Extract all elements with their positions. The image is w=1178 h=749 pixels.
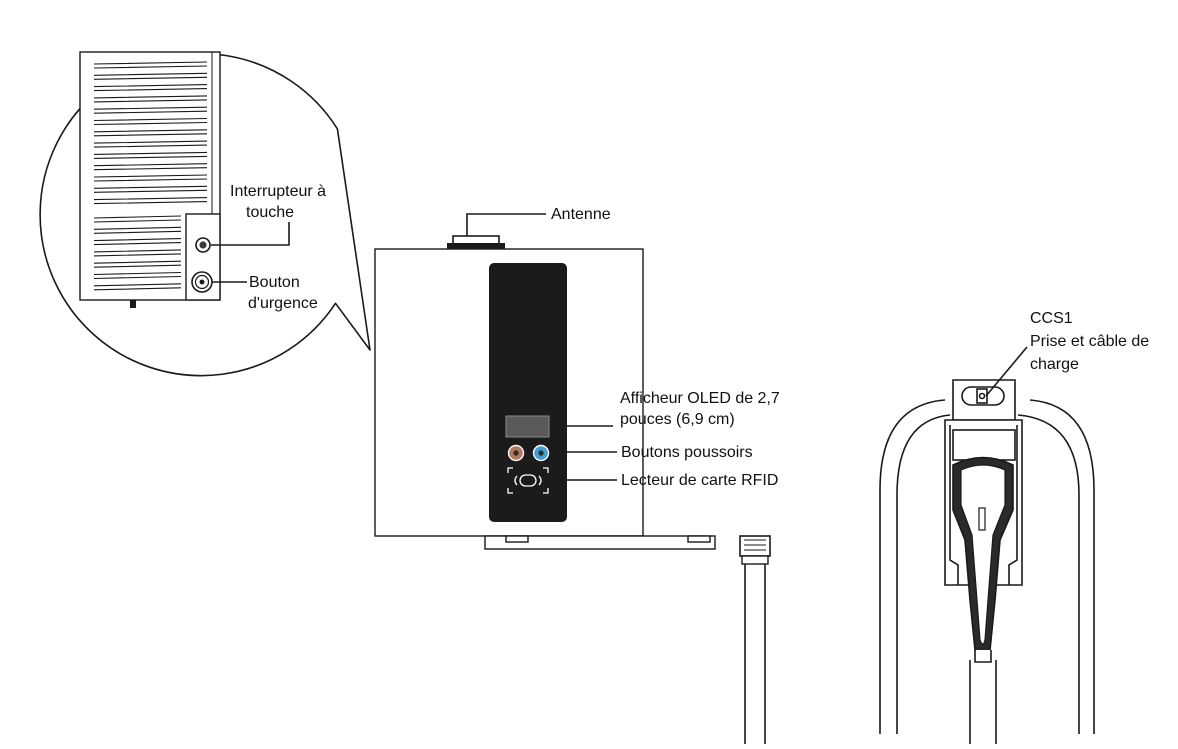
vent-slat	[93, 95, 208, 103]
charger-leaders	[466, 213, 617, 481]
ccs1-label-2: Prise et câble de	[1030, 333, 1149, 350]
push-button-icon	[507, 444, 550, 462]
vent-slat	[93, 238, 182, 246]
ccs1-connector	[879, 379, 1095, 744]
touch-switch-icon	[195, 237, 211, 253]
vent-slat	[93, 197, 208, 205]
rfid-label: Lecteur de carte RFID	[621, 472, 778, 489]
vent-slat	[93, 215, 182, 223]
vent-slat	[93, 249, 182, 257]
power-cable	[744, 564, 766, 744]
ccs1-label-1: CCS1	[1030, 310, 1073, 327]
mounting-bracket	[484, 535, 716, 550]
vent-slat	[93, 283, 182, 291]
front-panel	[489, 263, 567, 522]
side-view-panel	[79, 51, 221, 308]
vent-slats	[93, 61, 208, 291]
vent-slat	[93, 84, 208, 92]
vent-slat	[93, 271, 182, 280]
vent-slat	[93, 61, 208, 69]
vent-slat	[93, 129, 208, 137]
vent-slat	[93, 117, 208, 126]
cable-gland	[739, 535, 771, 565]
vent-slat	[93, 72, 208, 80]
vent-slat	[93, 151, 208, 159]
charger-unit	[374, 235, 771, 744]
callout-leaders	[211, 222, 290, 283]
push-buttons-label: Boutons poussoirs	[621, 444, 753, 461]
touch-switch-label-2: touche	[246, 204, 294, 221]
vent-slat	[93, 163, 208, 171]
ccs1-leader	[985, 346, 1028, 397]
antenna-label: Antenne	[551, 206, 611, 223]
oled-label-2: pouces (6,9 cm)	[620, 411, 735, 428]
oled-display	[505, 415, 550, 438]
rfid-icon	[507, 467, 549, 494]
emergency-label-1: Bouton	[249, 274, 300, 291]
vent-slat	[93, 140, 208, 148]
touch-switch-label-1: Interrupteur à	[230, 183, 326, 200]
vent-slat	[93, 226, 182, 234]
ccs1-label-3: charge	[1030, 356, 1079, 373]
vent-slat	[93, 174, 208, 182]
emergency-stop-icon	[191, 271, 213, 293]
emergency-label-2: d'urgence	[248, 295, 318, 312]
vent-slat	[93, 185, 208, 193]
vent-slat	[93, 260, 182, 268]
oled-label-1: Afficheur OLED de 2,7	[620, 390, 780, 407]
vent-slat	[93, 106, 208, 114]
antenna	[447, 235, 505, 249]
